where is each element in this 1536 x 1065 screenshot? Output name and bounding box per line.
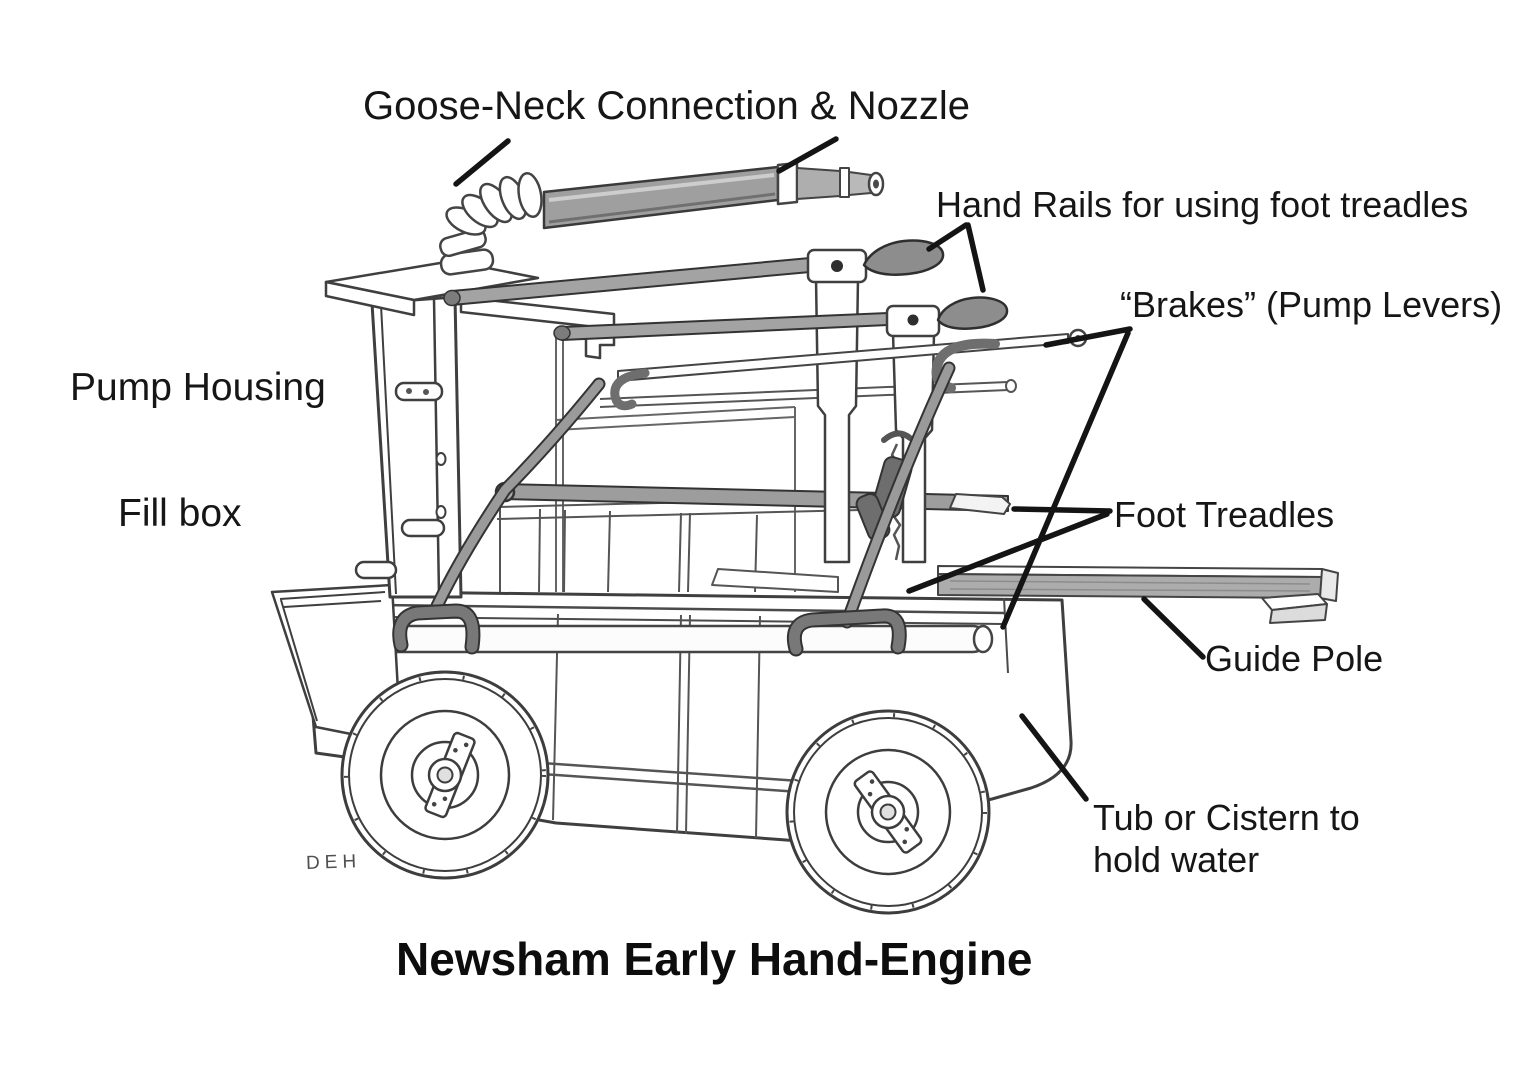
goose-neck-drawing bbox=[439, 161, 885, 276]
axle-beam bbox=[541, 761, 801, 794]
hand-rails-drawing bbox=[443, 239, 1009, 341]
guide-pole-drawing bbox=[937, 565, 1339, 624]
housing-top-plank bbox=[324, 259, 616, 360]
side-bar bbox=[312, 624, 994, 654]
foot-treadles-drawing bbox=[392, 361, 956, 657]
foot-treadle-bar bbox=[494, 481, 1011, 515]
label-foot-treadles: Foot Treadles bbox=[1114, 494, 1335, 535]
label-fill-box: Fill box bbox=[118, 492, 242, 535]
label-guide-pole: Guide Pole bbox=[1205, 638, 1384, 679]
label-goose-neck: Goose-Neck Connection & Nozzle bbox=[363, 84, 970, 128]
pump-housing-drawing bbox=[354, 295, 463, 599]
artist-signature: DEH bbox=[305, 851, 362, 874]
front-wheel-drawing bbox=[340, 670, 550, 880]
leader-lines bbox=[453, 136, 1206, 802]
label-hand-rails: Hand Rails for using foot treadles bbox=[936, 184, 1469, 225]
label-tub-cistern: Tub or Cistern to hold water bbox=[1093, 797, 1360, 881]
label-brakes: “Brakes” (Pump Levers) bbox=[1120, 284, 1503, 325]
rear-wheel-drawing bbox=[785, 709, 991, 915]
label-pump-housing: Pump Housing bbox=[70, 366, 326, 409]
tub-frame bbox=[496, 379, 1017, 593]
diagram-title: Newsham Early Hand-Engine bbox=[396, 933, 1033, 985]
